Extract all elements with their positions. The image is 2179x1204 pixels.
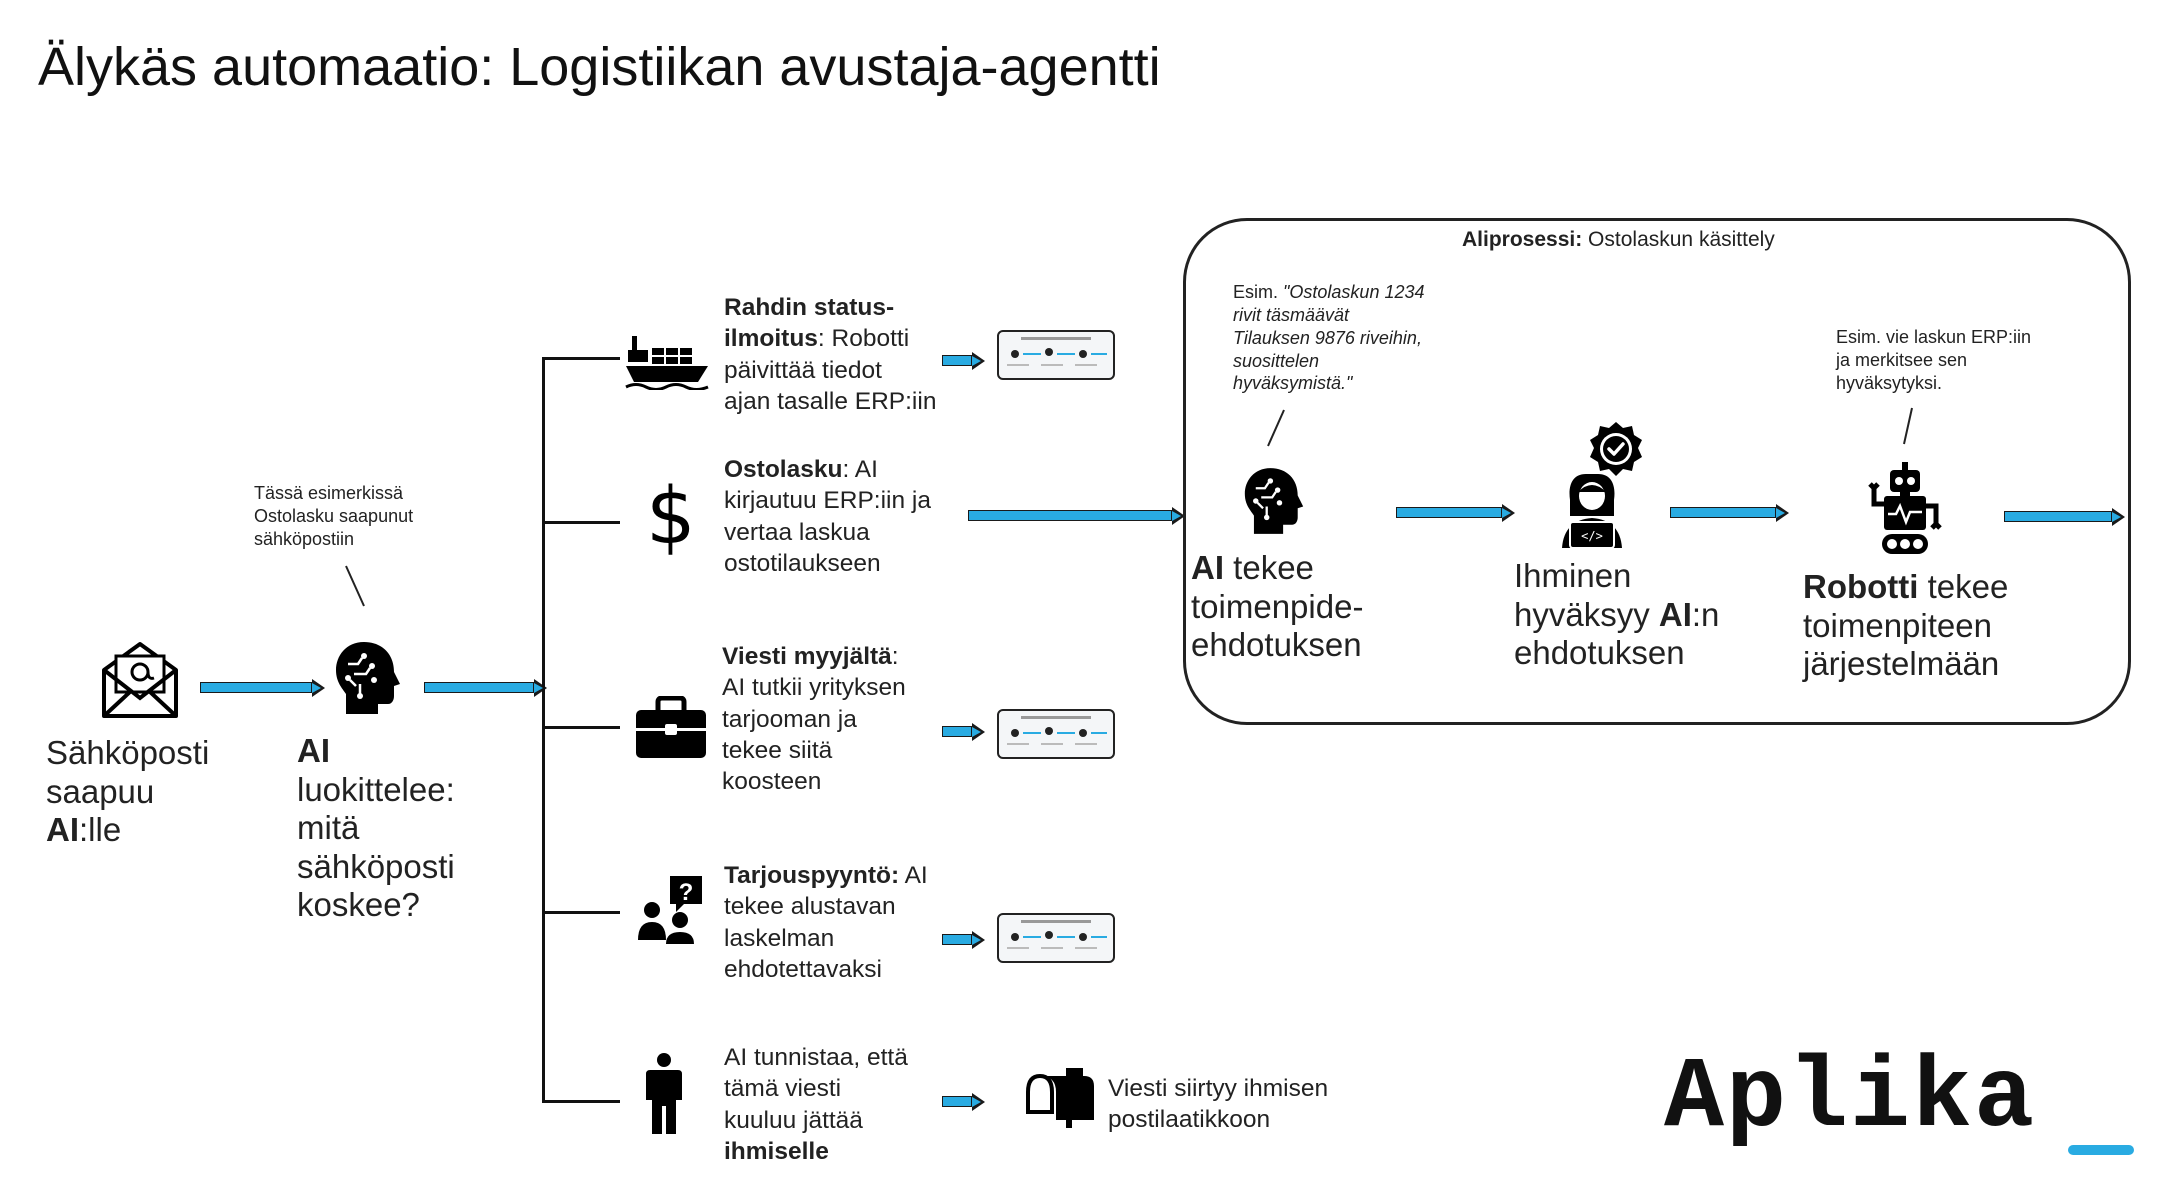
- branch-freight-text: Rahdin status- ilmoitus: Robotti päivitt…: [724, 294, 937, 416]
- arrow-quote-to-subprocess: [942, 934, 972, 945]
- branch-line-invoice: [542, 521, 620, 524]
- branch-line-seller: [542, 726, 620, 729]
- branch-seller-text: Viesti myyjältä: AI tutkii yrityksen tar…: [722, 643, 906, 796]
- ai-head-icon: [334, 640, 402, 716]
- arrow-robot-out: [2004, 511, 2112, 522]
- dollar-icon: $: [646, 472, 696, 562]
- ai-classify-label: AI luokittelee: mitä sähköposti koskee?: [297, 732, 455, 924]
- cargo-ship-icon: [624, 334, 710, 390]
- email-step-label: Sähköposti saapuu AI:lle: [46, 734, 210, 849]
- email-envelope-icon: [100, 640, 180, 720]
- subprocess-box: [1183, 218, 2131, 725]
- subprocess-note-robot: Esim. vie laskun ERP:iin ja merkitsee se…: [1836, 327, 2032, 393]
- subprocess-step-human: Ihminen hyväksyy AI:n ehdotuksen: [1514, 557, 1720, 672]
- robot-icon: [1866, 462, 1944, 558]
- mailbox-icon: [1026, 1068, 1096, 1128]
- branch-line-human: [542, 1100, 620, 1103]
- briefcase-icon: [634, 696, 708, 760]
- subprocess-thumbnail: [997, 330, 1115, 380]
- svg-text:?: ?: [679, 879, 694, 906]
- arrow-ai-to-human: [1396, 507, 1502, 518]
- arrow-seller-to-subprocess: [942, 726, 972, 737]
- subprocess-thumbnail: [997, 709, 1115, 759]
- branch-quote-text: Tarjouspyyntö: AI tekee alustavan laskel…: [724, 862, 928, 984]
- arrow-human-to-mailbox: [942, 1096, 972, 1107]
- subprocess-step-robot: Robotti tekee toimenpiteen järjestelmään: [1803, 568, 2009, 683]
- arrow-freight-to-subprocess: [942, 355, 972, 366]
- logo-underscore: [2068, 1145, 2134, 1155]
- subprocess-thumbnail: [997, 913, 1115, 963]
- human-approver-icon: </>: [1556, 420, 1646, 550]
- arrow-human-to-robot: [1670, 507, 1776, 518]
- mailbox-text: Viesti siirtyy ihmisen postilaatikkoon: [1108, 1075, 1329, 1134]
- branch-line-quote: [542, 911, 620, 914]
- note-pointer: [345, 565, 365, 607]
- ai-head-icon: [1243, 466, 1305, 536]
- note-pointer: [1267, 409, 1285, 447]
- arrow-invoice-to-subprocess: [968, 510, 1172, 521]
- branch-trunk: [542, 357, 545, 1103]
- page-title: Älykäs automaatio: Logistiikan avustaja-…: [38, 37, 1161, 97]
- arrow-ai-to-branches: [424, 682, 534, 693]
- arrow-email-to-ai: [200, 682, 312, 693]
- person-icon: [642, 1052, 686, 1136]
- branch-line-freight: [542, 357, 620, 360]
- note-pointer: [1903, 407, 1913, 445]
- aplika-logo: Aplika: [1664, 1043, 2037, 1156]
- subprocess-title: Aliprosessi: Ostolaskun käsittely: [1462, 228, 1775, 251]
- subprocess-step-ai: AI tekee toimenpide- ehdotuksen: [1191, 549, 1364, 664]
- subprocess-note-ai: Esim. "Ostolaskun 1234 rivit täsmäävät T…: [1233, 282, 1425, 394]
- people-question-icon: ?: [636, 874, 706, 946]
- branch-human-text: AI tunnistaa, että tämä viesti kuuluu jä…: [724, 1044, 908, 1166]
- branch-invoice-text: Ostolasku: AI kirjautuu ERP:iin ja verta…: [724, 456, 931, 578]
- svg-text:</>: </>: [1581, 529, 1603, 543]
- example-note: Tässä esimerkissä Ostolasku saapunut säh…: [254, 483, 414, 549]
